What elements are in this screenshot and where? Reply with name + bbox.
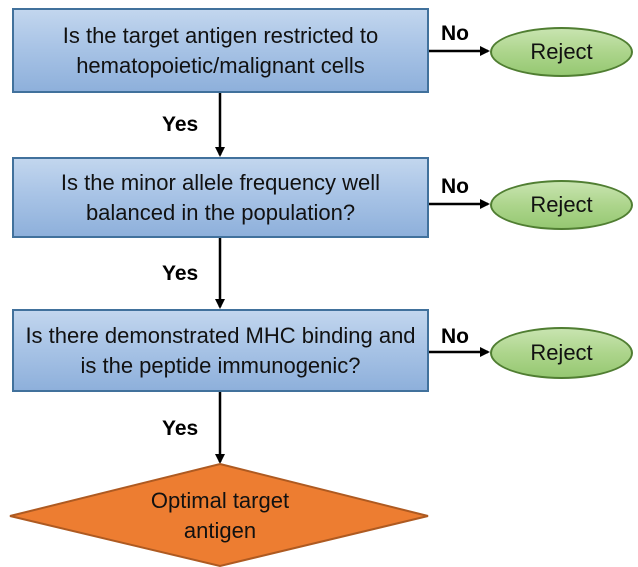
label-yes-2: Yes (162, 262, 199, 285)
final-text: Optimal target antigen (150, 488, 290, 543)
label-no-2: No (441, 175, 469, 198)
reject-oval-1: Reject (490, 27, 633, 77)
reject-text-3: Reject (530, 340, 593, 365)
question-text-2: Is the minor allele frequency well balan… (60, 169, 381, 225)
reject-oval-3: Reject (490, 327, 633, 379)
question-box-mhc-binding: Is there demonstrated MHC binding and is… (12, 309, 429, 392)
question-box-allele-frequency: Is the minor allele frequency well balan… (12, 157, 429, 238)
reject-text-2: Reject (530, 192, 593, 217)
label-yes-1: Yes (162, 113, 199, 136)
label-no-3: No (441, 325, 469, 348)
reject-text-1: Reject (530, 39, 593, 64)
question-box-antigen-restriction: Is the target antigen restricted to hema… (12, 8, 429, 93)
final-diamond (9, 462, 429, 567)
question-text-3: Is there demonstrated MHC binding and is… (25, 322, 416, 378)
question-text-1: Is the target antigen restricted to hema… (62, 22, 379, 78)
reject-oval-2: Reject (490, 180, 633, 230)
label-no-1: No (441, 22, 469, 45)
label-yes-3: Yes (162, 417, 199, 440)
